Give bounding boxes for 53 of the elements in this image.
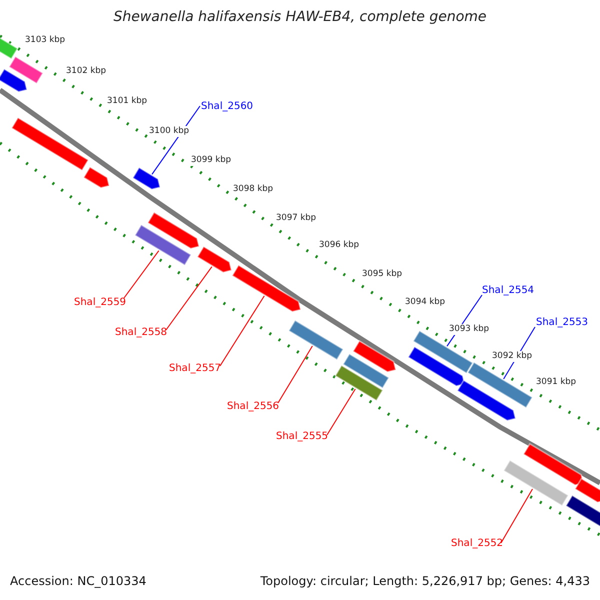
gene-feature (146, 211, 200, 250)
tick-label: 3094 kbp (404, 297, 446, 308)
gene-feature (231, 264, 302, 312)
gene-feature (8, 56, 44, 84)
gene-feature (0, 36, 19, 60)
gene-label: Shal_2557 (169, 364, 222, 374)
gene-feature (334, 364, 384, 402)
gene-feature (466, 361, 534, 409)
gene-feature (342, 352, 390, 390)
leader-line (220, 295, 265, 366)
gene-feature (0, 68, 28, 93)
leader-line (166, 266, 212, 330)
gene-label: Shal_2552 (451, 539, 504, 549)
gene-feature (502, 459, 570, 507)
leader-line (124, 250, 160, 298)
tick-label: 3102 kbp (65, 66, 108, 76)
gene-feature (10, 116, 90, 172)
gene-feature (196, 246, 232, 274)
gene-feature (407, 346, 466, 387)
tick-label: 3095 kbp (361, 269, 404, 280)
genome-info-text: Topology: circular; Length: 5,226,917 bp; Genes: 4,433 (260, 575, 590, 587)
accession-text: Accession: NC_010334 (10, 575, 146, 587)
gene-label: Shal_2560 (201, 102, 254, 112)
gene-label: Shal_2553 (536, 318, 588, 328)
gene-label: Shal_2558 (115, 328, 168, 338)
gene-feature (352, 340, 397, 373)
gene-label: Shal_2555 (276, 432, 328, 442)
gene-feature (288, 319, 344, 361)
tick-label: 3092 kbp (491, 351, 534, 362)
tick-label: 3096 kbp (318, 240, 360, 250)
gene-feature (522, 442, 584, 486)
gene-feature (132, 166, 161, 190)
tick-label: 3097 kbp (275, 213, 318, 224)
gene-label: Shal_2556 (227, 402, 280, 412)
gene-feature (82, 166, 110, 189)
gene-feature (456, 379, 516, 422)
tick-label: 3091 kbp (535, 377, 578, 388)
leader-line (326, 388, 356, 436)
gene-feature (412, 330, 474, 374)
tick-label: 3103 kbp (24, 35, 66, 46)
gene-feature (134, 224, 192, 266)
tick-label: 3100 kbp (148, 126, 190, 136)
title: Shewanella halifaxensis HAW-EB4, complete genome (112, 10, 488, 24)
leader-line (278, 346, 313, 404)
tick-label: 3098 kbp (232, 184, 274, 194)
gene-label: Shal_2559 (74, 298, 126, 308)
leader-line (500, 488, 533, 544)
gene-feature (565, 494, 600, 530)
tick-label: 3093 kbp (448, 324, 490, 334)
gene-feature (574, 478, 600, 504)
gene-label: Shal_2554 (482, 286, 534, 296)
tick-label: 3101 kbp (106, 96, 148, 106)
tick-label: 3099 kbp (190, 155, 232, 166)
